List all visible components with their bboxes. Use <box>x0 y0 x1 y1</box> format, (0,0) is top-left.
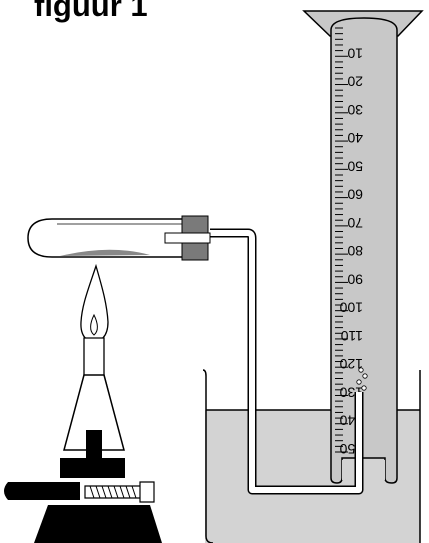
test-tube-powder <box>60 249 150 256</box>
scale-label: 30 <box>347 102 363 118</box>
scale-label: 90 <box>347 271 363 287</box>
burner-gas-inlet <box>4 482 80 500</box>
scale-label: 120 <box>339 356 363 372</box>
scale-label: 10 <box>347 45 363 61</box>
scale-label: 20 <box>347 74 363 90</box>
bubble <box>356 379 362 385</box>
burner-cone <box>63 374 125 451</box>
flame-inner <box>90 313 98 336</box>
scale-label: 70 <box>347 215 363 231</box>
burner-flame <box>80 263 109 343</box>
bunsen-burner <box>4 337 162 543</box>
burner-screw-thread <box>89 485 137 499</box>
bubble <box>358 367 364 373</box>
delivery-tube <box>210 228 364 495</box>
scale-label: 40 <box>347 130 363 146</box>
test-tube-body <box>27 218 203 258</box>
delivery-tube-inner <box>210 230 362 493</box>
bubble <box>361 385 367 391</box>
scale-label: 110 <box>340 328 363 344</box>
burner-collar <box>60 458 125 478</box>
burner-base <box>34 505 162 543</box>
test-tube <box>27 215 211 261</box>
burner-screw-knob <box>139 481 155 503</box>
scale-label: 100 <box>339 300 363 316</box>
scale-label: 80 <box>347 243 363 259</box>
scale-label: 50 <box>347 158 363 174</box>
scale-label: 60 <box>347 187 363 203</box>
bubble <box>362 373 368 379</box>
stopper-tube-segment <box>164 232 211 244</box>
figure-title: figuur 1 <box>34 0 148 23</box>
trough-outline <box>202 369 421 543</box>
burner-neck <box>86 430 102 460</box>
